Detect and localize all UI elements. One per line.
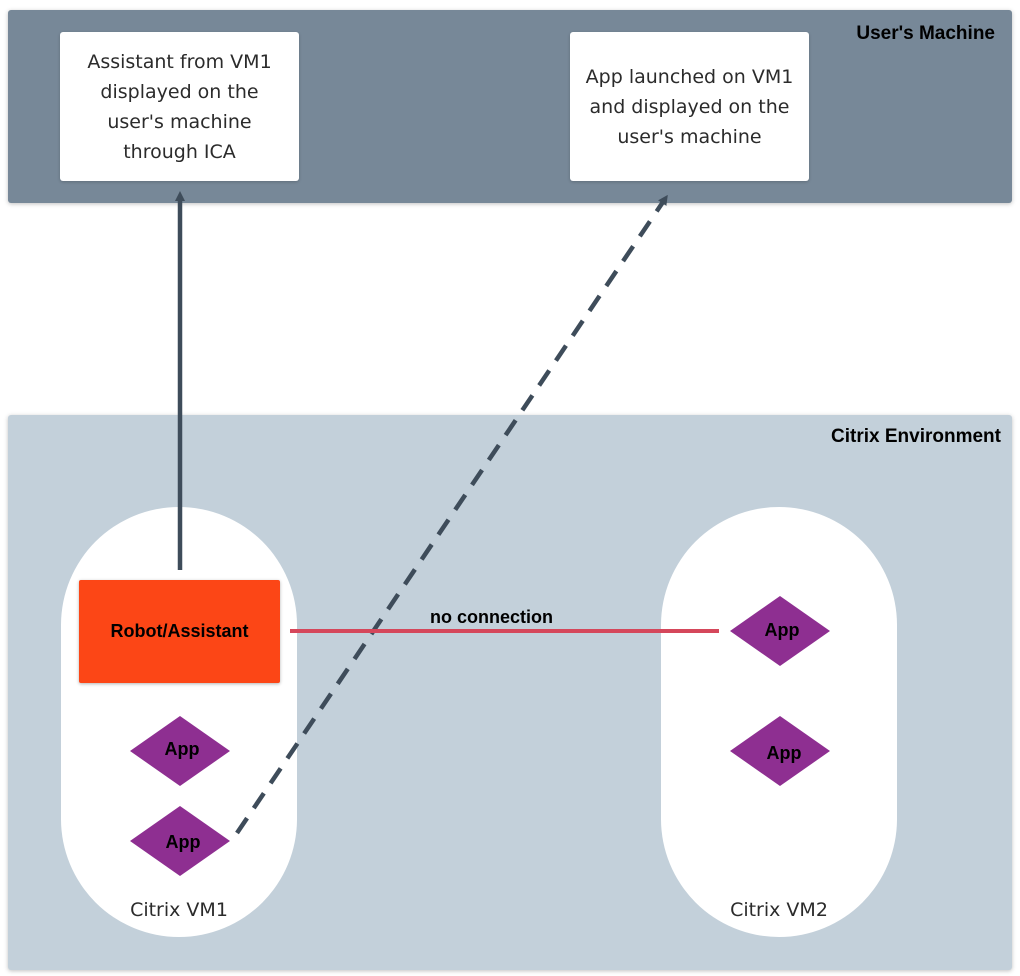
assistant-note-line: Assistant from VM1 xyxy=(87,50,272,73)
vm2-app-label: App xyxy=(767,743,802,763)
vm1-app-diamond-1: App xyxy=(130,716,230,786)
assistant-note-line: user's machine xyxy=(107,110,252,133)
vm1-app-label: App xyxy=(165,739,200,759)
app-note-line: and displayed on the xyxy=(589,95,790,118)
app-display-dashed-arrow xyxy=(235,194,668,835)
vm1-app-label: App xyxy=(166,832,201,852)
assistant-note-line: displayed on the xyxy=(100,80,259,103)
app-note-line: user's machine xyxy=(617,125,762,148)
app-note-box: App launched on VM1 and displayed on the… xyxy=(570,32,809,181)
robot-assistant-box: Robot/Assistant xyxy=(79,580,280,683)
users-machine-title: User's Machine xyxy=(856,23,995,44)
vm2-app-diamond-1: App xyxy=(730,596,830,666)
citrix-environment-title: Citrix Environment xyxy=(831,426,1001,447)
assistant-note-box: Assistant from VM1 displayed on the user… xyxy=(60,32,299,181)
no-connection-label: no connection xyxy=(430,607,553,627)
app-note-line: App launched on VM1 xyxy=(585,65,794,88)
robot-assistant-label: Robot/Assistant xyxy=(110,621,249,641)
vm2-app-diamond-2: App xyxy=(730,716,830,786)
citrix-vm1-label: Citrix VM1 xyxy=(130,899,228,921)
assistant-note-line: through ICA xyxy=(123,140,236,163)
vm2-app-label: App xyxy=(765,620,800,640)
citrix-vm2-label: Citrix VM2 xyxy=(730,899,828,921)
vm1-app-diamond-2: App xyxy=(130,806,230,876)
